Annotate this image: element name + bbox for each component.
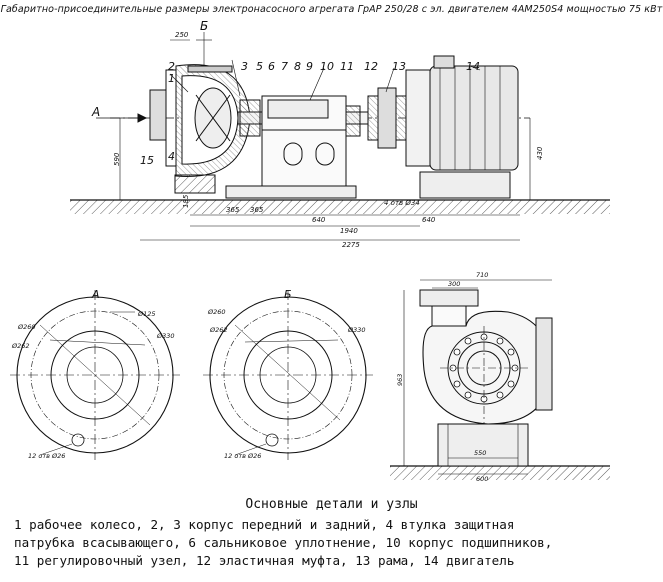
view-a-labels: А Ø260 Ø125 Ø262 Ø330 12 отв Ø26 — [11, 288, 175, 460]
dimension-label: Ø260 — [17, 323, 36, 331]
dimension-label: 640 — [422, 216, 436, 224]
part-label: 10 — [320, 60, 334, 73]
gland-seal — [239, 99, 261, 137]
legend-line: 11 регулировочный узел, 12 эластичная му… — [14, 553, 515, 568]
drawing-title: Габаритно-присоединительные размеры элек… — [0, 4, 663, 15]
bearing-housing — [261, 95, 361, 191]
dimension-label: Ø330 — [347, 326, 366, 334]
part-label: 15 — [140, 154, 154, 167]
dimension-label: 365 — [250, 206, 264, 214]
dimension-label: 4 отв Ø34 — [384, 199, 420, 207]
motor-frame — [419, 171, 511, 199]
dimension-label: 2275 — [342, 241, 360, 249]
part-label: 8 — [294, 60, 301, 73]
main-dimension-labels: 250 590 430 365 365 640 1940 640 2275 4 … — [113, 31, 544, 249]
view-b — [203, 290, 373, 460]
part-label: 5 — [256, 60, 263, 73]
part-label: 14 — [466, 60, 480, 73]
dimension-label: 300 — [448, 280, 460, 288]
pump-casing — [149, 64, 251, 194]
legend-line: патрубка всасывающего, 6 сальниковое упл… — [14, 535, 553, 550]
part-label: 4 — [168, 150, 175, 163]
dimension-label: 640 — [312, 216, 326, 224]
dimension-label: 185 — [182, 194, 190, 208]
part-label: 13 — [392, 60, 406, 73]
view-b-labels: Б Ø260 Ø262 Ø330 12 отв Ø26 — [207, 288, 366, 460]
dimension-label: Ø125 — [137, 310, 156, 318]
side-view-labels: 710 300 963 550 600 — [396, 271, 488, 483]
dimension-label: 430 — [536, 146, 544, 160]
dimension-label: Ø260 — [207, 308, 226, 316]
pump-frame — [225, 185, 357, 199]
dimension-label: 12 отв Ø26 — [224, 452, 261, 460]
dimension-label: 963 — [396, 374, 404, 386]
part-label: 7 — [281, 60, 288, 73]
legend-line: 1 рабочее колесо, 2, 3 корпус передний и… — [14, 517, 515, 532]
foundation-hatch — [70, 200, 610, 214]
side-view — [390, 279, 610, 480]
dimension-label: 365 — [226, 206, 240, 214]
coupling — [367, 87, 407, 149]
part-number-labels: 1 2 3 5 6 7 8 9 10 11 12 13 14 4 15 А Б — [91, 19, 480, 167]
dimension-label: 1940 — [340, 227, 358, 235]
view-marker-b: Б — [200, 19, 208, 33]
part-label: 2 — [168, 60, 175, 73]
view-a-title: А — [91, 288, 100, 301]
part-label: 9 — [306, 60, 313, 73]
motor — [405, 55, 519, 171]
dimension-label: 590 — [113, 152, 121, 166]
dimension-label: Ø330 — [156, 332, 175, 340]
dimension-label: 710 — [476, 271, 488, 279]
legend-heading: Основные детали и узлы — [245, 497, 418, 512]
dimension-label: 12 отв Ø26 — [28, 452, 65, 460]
part-label: 6 — [268, 60, 275, 73]
dimension-label: Ø262 — [209, 326, 228, 334]
part-label: 11 — [340, 60, 354, 73]
dimension-label: 550 — [474, 449, 486, 457]
dimension-label: Ø262 — [11, 342, 30, 350]
dimension-label: 600 — [476, 475, 488, 483]
view-marker-a: А — [91, 105, 100, 119]
view-a — [10, 290, 180, 460]
part-label: 3 — [241, 60, 248, 73]
part-label: 12 — [364, 60, 378, 73]
main-view — [70, 32, 610, 241]
part-label: 1 — [168, 72, 175, 85]
view-b-title: Б — [284, 288, 292, 301]
dimension-label: 250 — [175, 31, 189, 39]
